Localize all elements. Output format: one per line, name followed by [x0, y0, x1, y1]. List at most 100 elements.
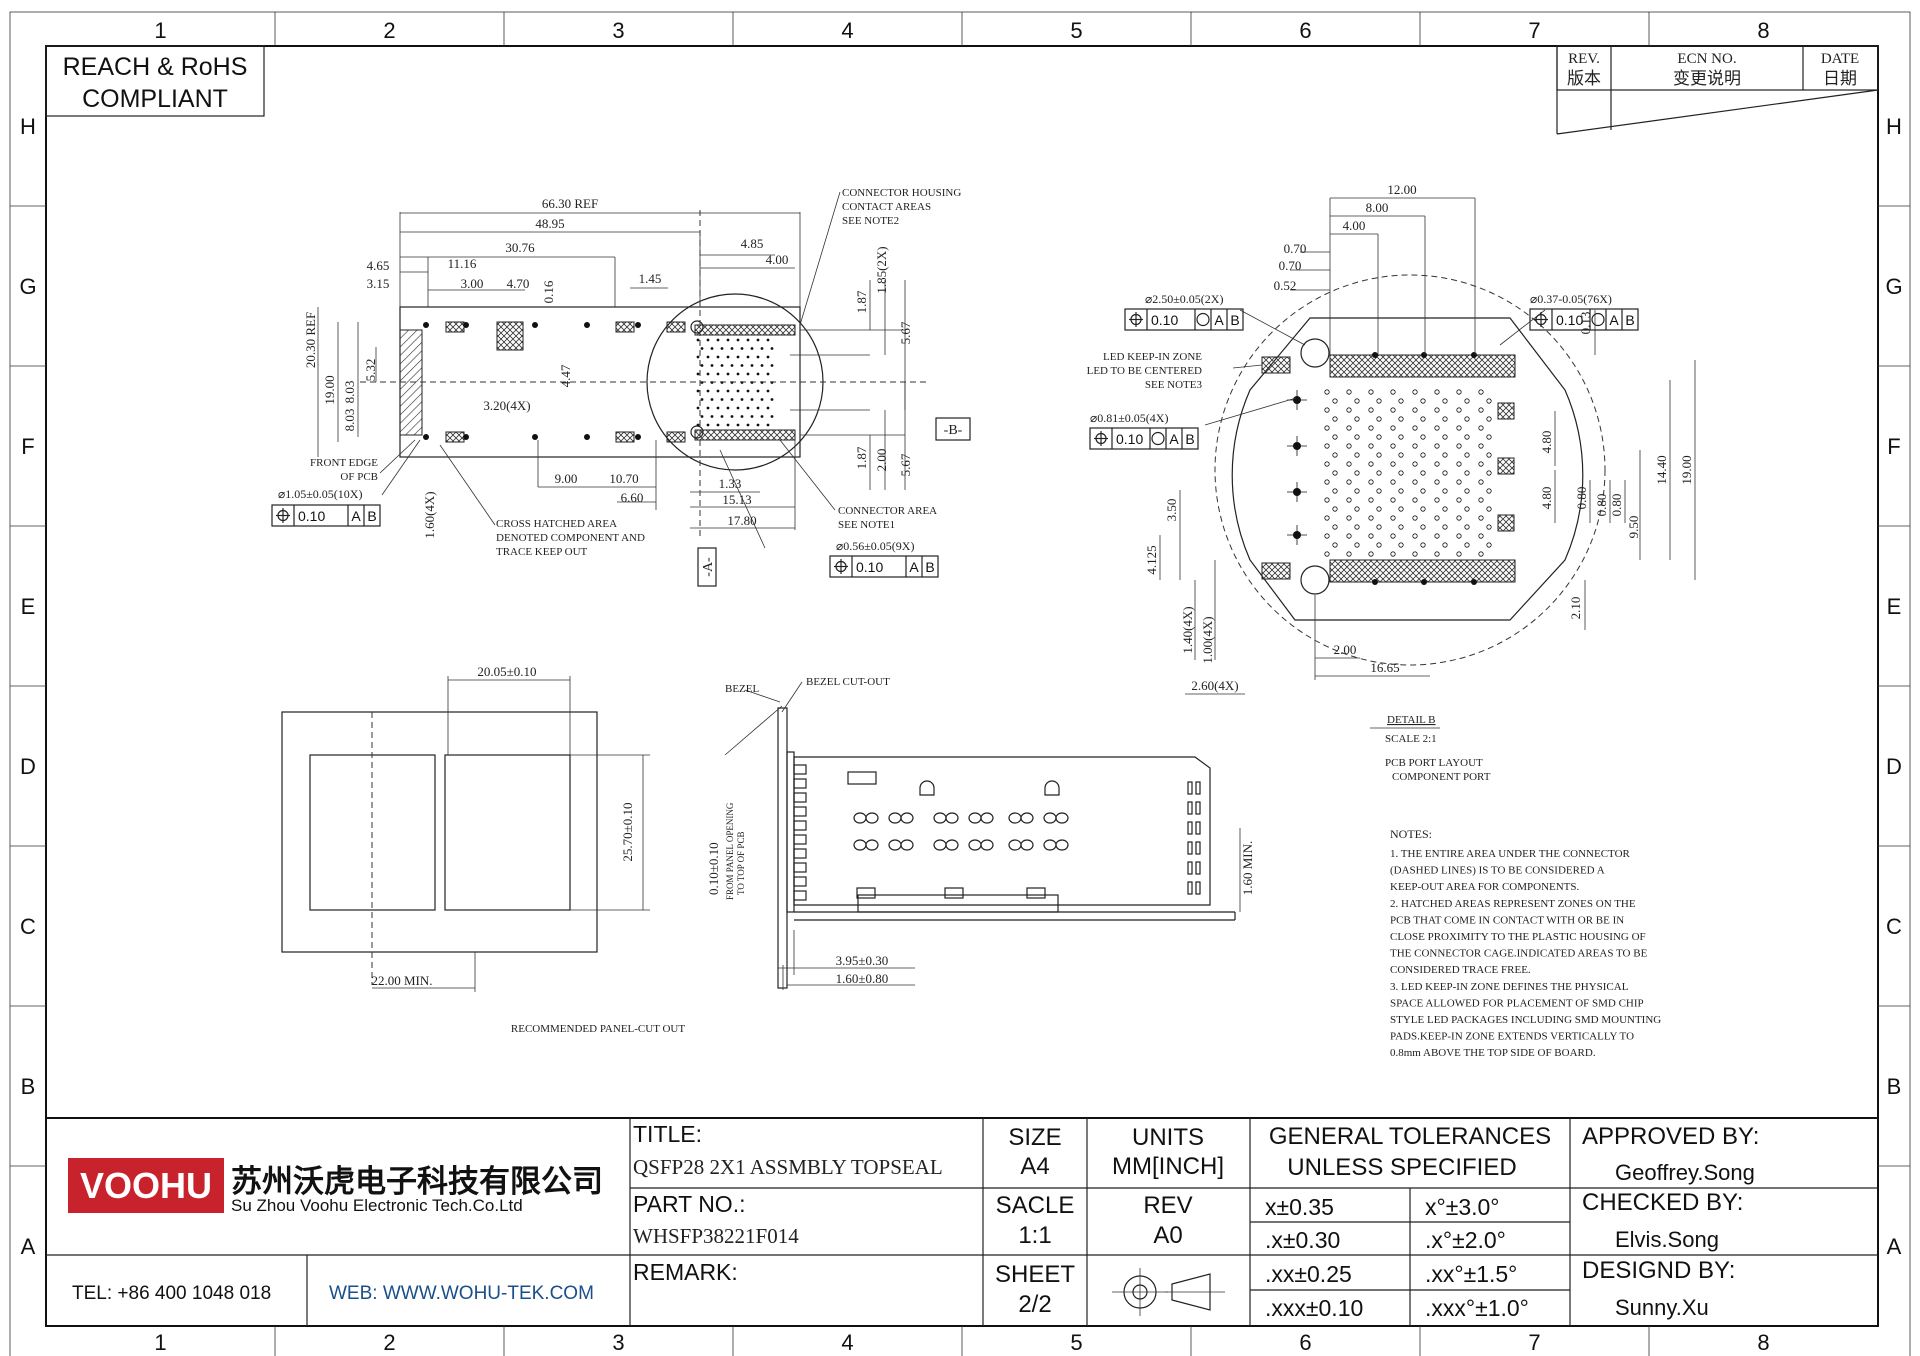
title-block: VOOHU 苏州沃虎电子科技有限公司 Su Zhou Voohu Electro… [46, 1117, 1878, 1326]
website-link[interactable]: WEB: WWW.WOHU-TEK.COM [329, 1283, 594, 1304]
contact-pad [1486, 452, 1492, 458]
housing-label-2: CONTACT AREAS [842, 201, 931, 213]
tol-value: 0.10 [1151, 312, 1178, 328]
tol-ref-a: A [1169, 431, 1179, 447]
led-zone-3: SEE NOTE3 [1145, 379, 1203, 391]
tol-ref-a: A [1214, 312, 1224, 328]
contact-pad [1368, 479, 1374, 485]
compliance-box: REACH & RoHS COMPLIANT [45, 45, 265, 117]
contact-pad [696, 355, 700, 359]
contact-pad [766, 423, 770, 427]
tol-value: 0.10 [1556, 312, 1583, 328]
contact-pad [760, 347, 764, 350]
contact-pad [700, 347, 704, 350]
column-label-bottom: 8 [1757, 1330, 1769, 1355]
tol-ref-a: A [1609, 312, 1619, 328]
contact-pad [1398, 506, 1404, 512]
date-cn: 日期 [1823, 69, 1857, 88]
column-label-bottom: 6 [1299, 1330, 1311, 1355]
contact-pad [1420, 506, 1426, 512]
contact-pad [740, 347, 744, 350]
contact-pad [1434, 443, 1440, 449]
contact-pad [736, 423, 740, 427]
contact-pad [1390, 407, 1396, 413]
contact-pad [1486, 416, 1492, 422]
contact-pad [1376, 470, 1382, 476]
column-label-top: 4 [841, 18, 853, 43]
cross-hatch-1: CROSS HATCHED AREA [496, 518, 617, 530]
contact-pad [1368, 389, 1374, 395]
contact-pad [1456, 389, 1462, 395]
contact-pad [1346, 425, 1352, 431]
contact-pad [1464, 488, 1470, 494]
contact-pad [1398, 470, 1404, 476]
contact-pad [1354, 506, 1360, 512]
dimension-label: 8.03 [342, 409, 357, 432]
contact-pad [710, 415, 714, 418]
date-en: DATE [1821, 51, 1859, 67]
contact-pad [726, 338, 730, 342]
cage-vent [888, 839, 902, 851]
tol-value: 0.10 [856, 559, 883, 575]
dimension-label: 4.00 [766, 252, 789, 267]
contact-pad [1434, 497, 1440, 503]
sheet-value: 2/2 [1018, 1291, 1051, 1318]
cage-vent [1043, 812, 1057, 824]
contact-pad [1478, 533, 1484, 539]
logo-badge [68, 1158, 224, 1213]
contact-pad [1456, 461, 1462, 467]
row-label-left: G [19, 274, 36, 299]
contact-pad [1368, 497, 1374, 503]
contact-pad [1478, 551, 1484, 557]
contact-pad [746, 389, 750, 393]
contact-pad [736, 406, 740, 410]
tol-value: 0.10 [298, 508, 325, 524]
contact-pad [706, 372, 710, 376]
contact-pad [1412, 479, 1418, 485]
column-label-top: 1 [154, 18, 166, 43]
dimension-label: 8.03 [342, 381, 357, 404]
dimension-label: 66.30 REF [542, 196, 598, 211]
contact-pad [740, 398, 744, 401]
contact-pad [1412, 389, 1418, 395]
row-label-left: E [21, 594, 36, 619]
approved-label: APPROVED BY: [1582, 1123, 1759, 1150]
contact-pad [1434, 407, 1440, 413]
dimension-label: 0.16 [541, 280, 556, 303]
cage-slot [1195, 861, 1201, 875]
contact-pad [1420, 416, 1426, 422]
tel: TEL: +86 400 1048 018 [72, 1283, 271, 1304]
contact-pad [700, 364, 704, 367]
contact-pad [1464, 416, 1470, 422]
contact-pad [1354, 470, 1360, 476]
contact-pad [746, 338, 750, 342]
cage-slot [1195, 881, 1201, 895]
tolerance-linear: .x±0.30 [1265, 1227, 1340, 1253]
contact-pad [736, 389, 740, 393]
contact-pad [696, 423, 700, 427]
dimension-label: 25.70±0.10 [620, 802, 635, 861]
contact-pad [1332, 542, 1338, 548]
contact-pad [1390, 461, 1396, 467]
column-label-top: 2 [383, 18, 395, 43]
contact-pad [720, 398, 724, 401]
contact-pad [1324, 497, 1330, 503]
contact-pad [760, 415, 764, 418]
cage-slot [1195, 801, 1201, 815]
ecn-cn: 变更说明 [1673, 69, 1741, 88]
contact-pad [1442, 434, 1448, 440]
dimension-label: 0.70 [1284, 241, 1307, 256]
part-label: PART NO.: [633, 1191, 745, 1217]
contact-pad [740, 364, 744, 367]
contact-pad [1412, 551, 1418, 557]
row-label-right: E [1887, 594, 1902, 619]
tolerance-linear: .xx±0.25 [1265, 1261, 1352, 1287]
cage-vent [1044, 780, 1060, 796]
checked-value: Elvis.Song [1615, 1227, 1719, 1252]
contact-pad [1442, 542, 1448, 548]
dimension-label: 2.00 [1334, 642, 1357, 657]
contact-pad [1486, 488, 1492, 494]
cage-tab [793, 778, 807, 789]
